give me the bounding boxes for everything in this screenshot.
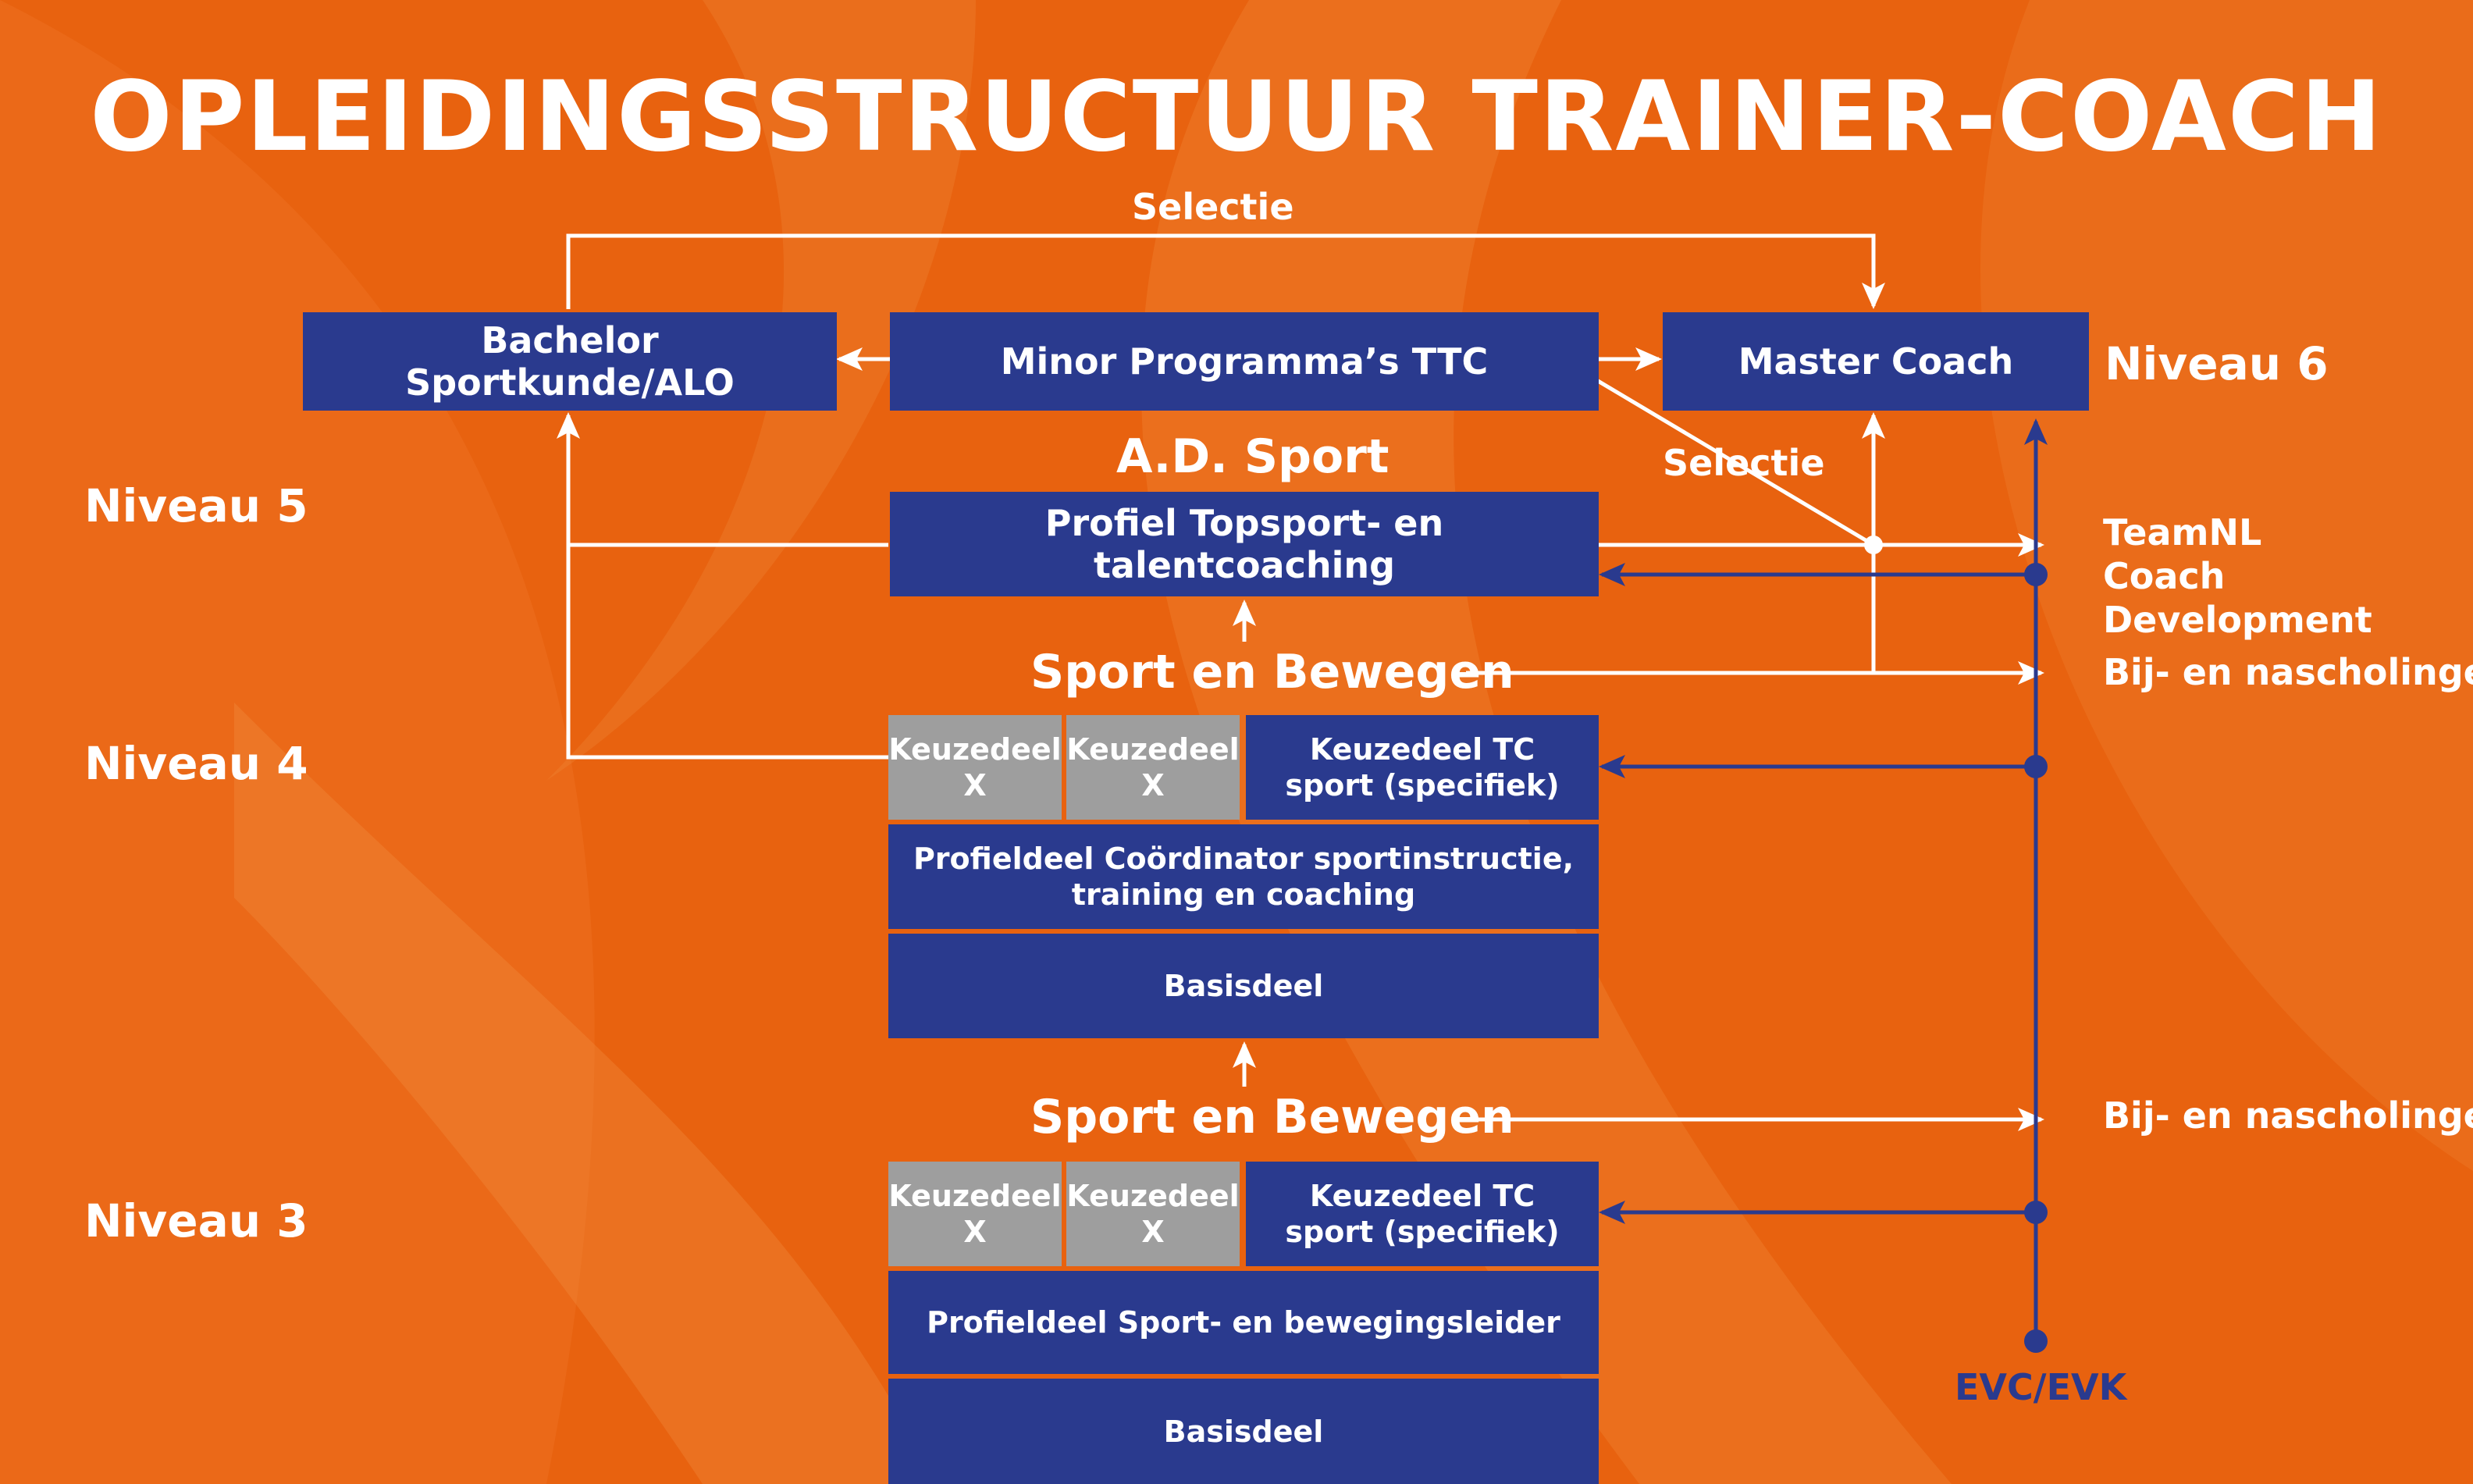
selection-top-line	[566, 233, 1885, 309]
n3-keuzedeel-tc-sport: Keuzedeel TC sport (specifiek)	[1246, 1162, 1599, 1266]
n4-keuzedeel-x-1: Keuzedeel X	[888, 715, 1062, 820]
teamnl-coach-development-label: TeamNL Coach Development	[2103, 511, 2372, 641]
selection-label-middle: Selectie	[1663, 442, 1825, 484]
selection-diagonal	[1560, 357, 1875, 547]
ad-sport-heading: A.D. Sport	[1116, 429, 1390, 484]
n4-keuzedeel-x-2: Keuzedeel X	[1066, 715, 1240, 820]
sport-bewegen-heading-2: Sport en Bewegen	[1030, 1090, 1514, 1144]
selection-junction-dot	[1864, 536, 1883, 554]
n3-keuzedeel-x-1: Keuzedeel X	[888, 1162, 1062, 1266]
n4-to-bachelor-line	[566, 545, 888, 760]
evc-evk-label: EVC/EVK	[1955, 1366, 2127, 1408]
bij-nascholingen-label-2: Bij- en nascholingen	[2103, 1094, 2473, 1137]
n4-keuzedeel-tc-sport: Keuzedeel TC sport (specifiek)	[1246, 715, 1599, 820]
profiel-topsport-box: Profiel Topsport- en talentcoaching	[890, 492, 1599, 596]
page-title: OPLEIDINGSSTRUCTUUR TRAINER-COACH	[90, 61, 2383, 173]
n4-basisdeel-box: Basisdeel	[888, 934, 1599, 1038]
level-4-label: Niveau 4	[84, 737, 308, 790]
master-coach-box: Master Coach	[1663, 312, 2089, 411]
selection-label-top: Selectie	[1132, 186, 1294, 228]
bachelor-box: Bachelor Sportkunde/ALO	[303, 312, 837, 411]
minor-box: Minor Programma’s TTC	[890, 312, 1599, 411]
n4-profieldeel-box: Profieldeel Coördinator sportinstructie,…	[888, 824, 1599, 929]
n3-profieldeel-box: Profieldeel Sport- en bewegingsleider	[888, 1271, 1599, 1374]
sport-bewegen-heading-1: Sport en Bewegen	[1030, 645, 1514, 699]
topsport-to-bachelor-line	[557, 412, 888, 547]
level-5-label: Niveau 5	[84, 479, 308, 532]
bij-nascholingen-label-1: Bij- en nascholingen	[2103, 651, 2473, 693]
level-3-label: Niveau 3	[84, 1194, 308, 1247]
n3-keuzedeel-x-2: Keuzedeel X	[1066, 1162, 1240, 1266]
level-6-label: Niveau 6	[2105, 337, 2329, 390]
n3-basisdeel-box: Basisdeel	[888, 1379, 1599, 1484]
